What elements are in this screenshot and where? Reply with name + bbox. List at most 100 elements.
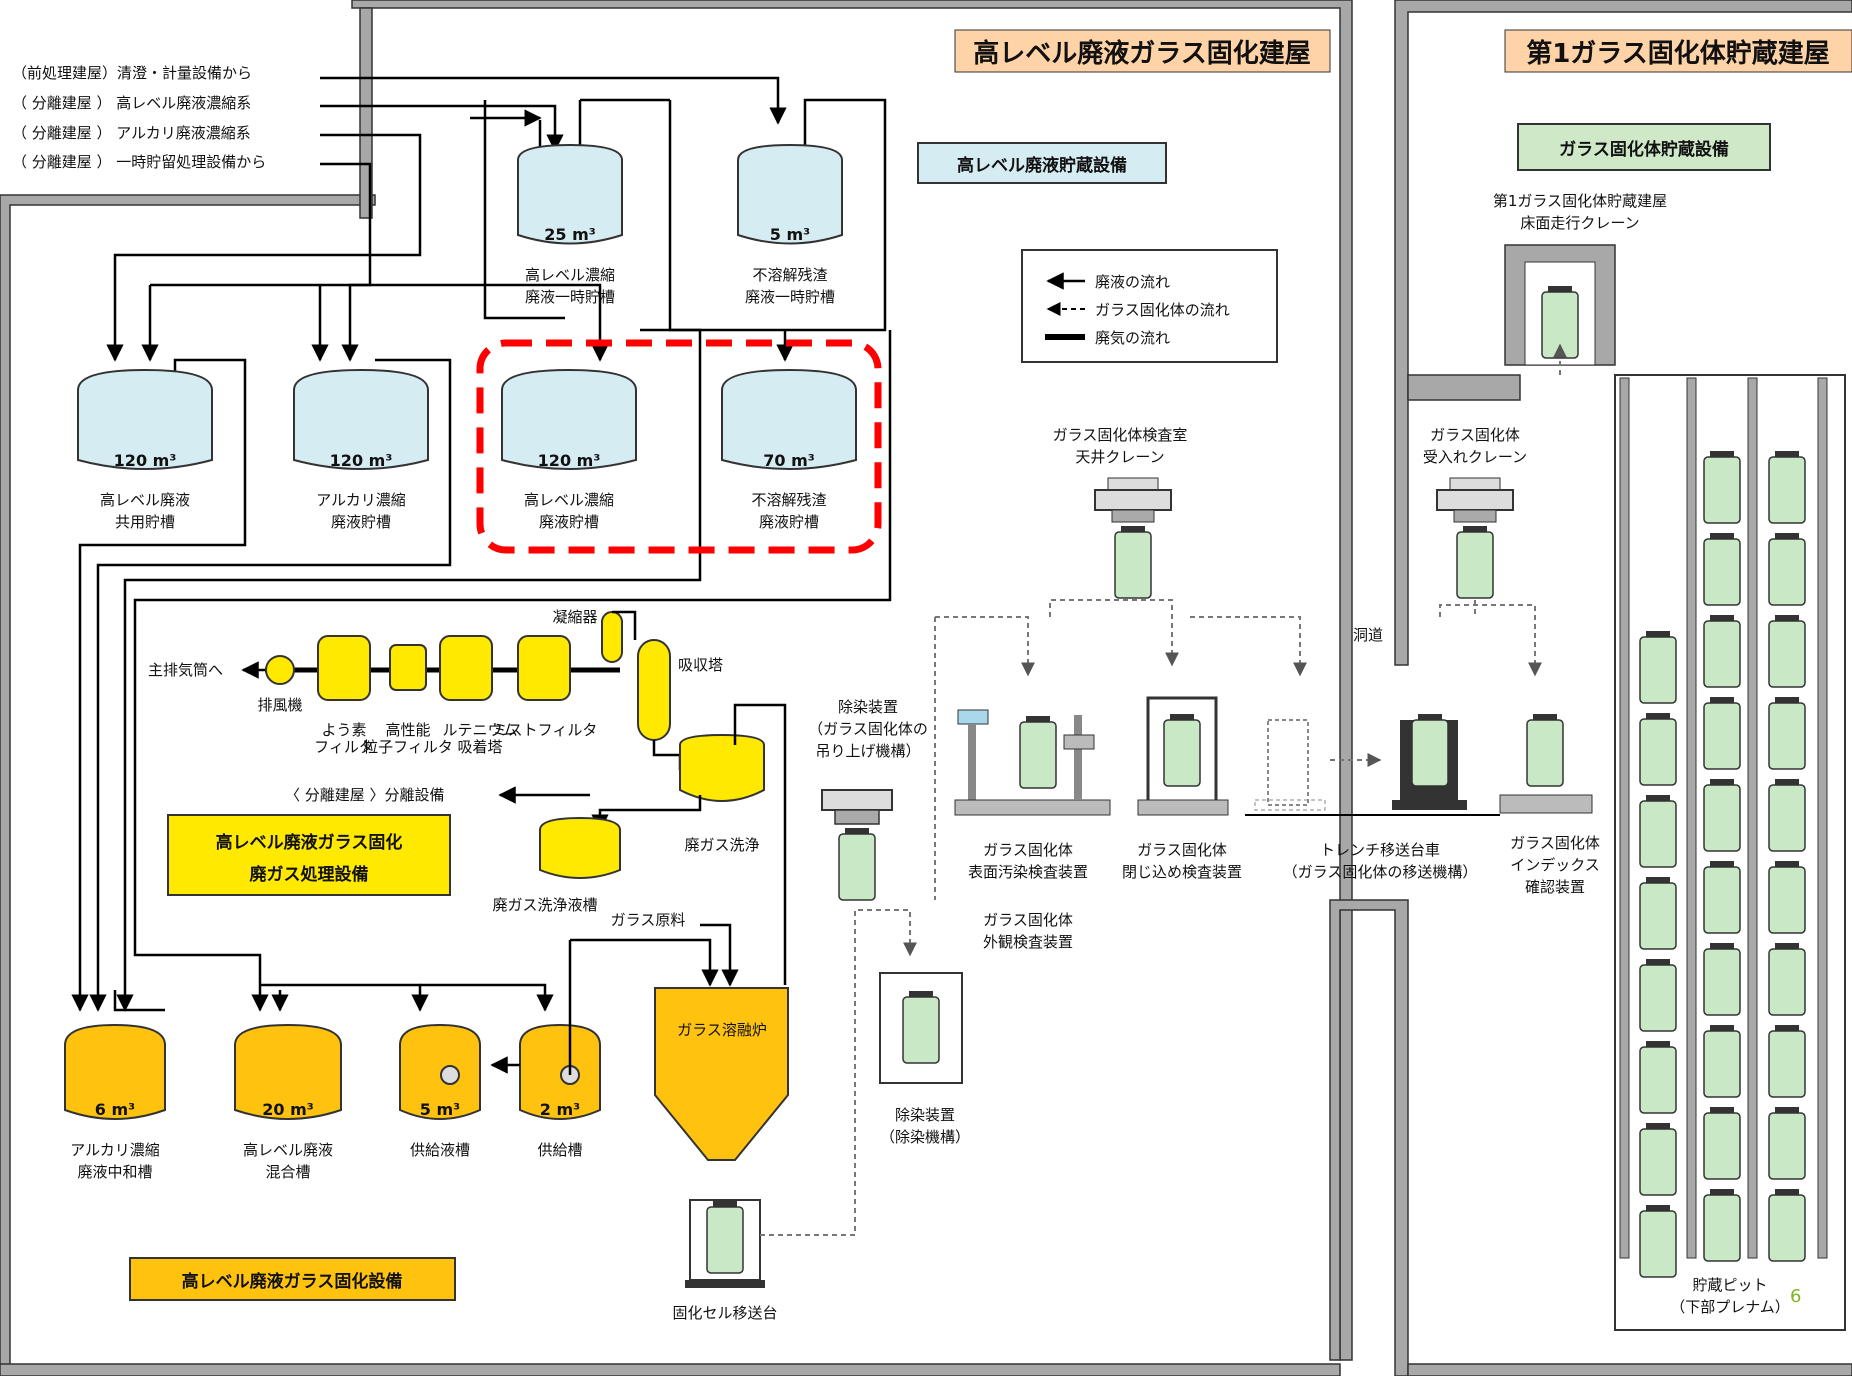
decon-lift-1: 除染装置 — [838, 698, 898, 716]
stored-canister — [1704, 533, 1740, 605]
tank-low-4: 2 m³ 供給槽 — [520, 1025, 600, 1159]
tank-mid-4-name-1: 不溶解残渣 — [751, 491, 826, 509]
appearance-inspection-1: ガラス固化体 — [983, 911, 1073, 929]
offgas-train: 主排気筒へ 排風機 よう素 フィルタ 高性能 粒子フィルタ ルテニウム 吸着塔 … — [148, 608, 785, 985]
stored-canister — [1769, 779, 1805, 851]
building-title-storage: 第1ガラス固化体貯蔵建屋 — [1505, 30, 1852, 72]
trench-cart: トレンチ移送台車 （ガラス固化体の移送機構） — [1255, 714, 1477, 881]
cell-cart-label: 固化セル移送台 — [672, 1304, 777, 1322]
building-title-vitrification-text: 高レベル廃液ガラス固化建屋 — [973, 38, 1310, 69]
pipes-lower — [115, 940, 570, 1075]
stored-canister — [1640, 1205, 1676, 1277]
passage-label: 洞道 — [1353, 626, 1383, 644]
input-label-3: （ 分離建屋 ） アルカリ廃液濃縮系 — [12, 124, 251, 142]
stored-canister — [1704, 615, 1740, 687]
stored-canister — [1704, 861, 1740, 933]
tank-low-3-name-1: 供給液槽 — [410, 1141, 470, 1159]
tank-top-1-name-2: 廃液一時貯槽 — [525, 288, 615, 306]
section-title-hlw-storage-text: 高レベル廃液貯蔵設備 — [957, 155, 1127, 176]
input-lines: （前処理建屋）清澄・計量設備から （ 分離建屋 ） 高レベル廃液濃縮系 （ 分離… — [12, 64, 778, 360]
building-title-vitrification: 高レベル廃液ガラス固化建屋 — [955, 30, 1330, 72]
page-number: 6 — [1790, 1286, 1801, 1307]
tank-mid-1-name-2: 共用貯槽 — [115, 513, 175, 531]
receiving-crane-1: ガラス固化体 — [1430, 426, 1520, 444]
receiving-crane: ガラス固化体 受入れクレーン — [1423, 426, 1527, 598]
tank-mid-3-volume: 120 m³ — [538, 451, 601, 470]
tank-low-2-name-1: 高レベル廃液 — [243, 1141, 333, 1159]
tank-top-2-name-1: 不溶解残渣 — [752, 266, 827, 284]
tank-mid-2-volume: 120 m³ — [330, 451, 393, 470]
tank-top-2-volume: 5 m³ — [770, 225, 810, 244]
tank-low-3-volume: 5 m³ — [420, 1100, 460, 1119]
offgas-iodine-1: よう素 — [321, 721, 366, 739]
storage-pits: 貯蔵ピット （下部プレナム） — [1615, 375, 1845, 1330]
stored-canister — [1769, 451, 1805, 523]
tank-mid-3-name-2: 廃液貯槽 — [539, 513, 599, 531]
stored-canister — [1769, 1025, 1805, 1097]
section-title-hlw-storage: 高レベル廃液貯蔵設備 — [918, 143, 1166, 183]
offgas-to-separation-label: 〈 分離建屋 〉分離設備 — [285, 786, 445, 804]
stored-canister — [1769, 533, 1805, 605]
scrubber-shape — [680, 735, 764, 801]
melter-label: ガラス溶融炉 — [677, 1021, 767, 1039]
offgas-scrubber-label: 廃ガス洗浄 — [684, 836, 759, 854]
offgas-to-exhaust-label: 主排気筒へ — [148, 661, 223, 679]
absorber-shape — [638, 640, 670, 740]
floor-crane-1: 第1ガラス固化体貯蔵建屋 — [1493, 192, 1667, 210]
index-check-3: 確認装置 — [1525, 878, 1585, 896]
stored-canister — [1704, 697, 1740, 769]
condenser-shape — [602, 612, 622, 662]
stored-canister — [1769, 615, 1805, 687]
tank-low-4-volume: 2 m³ — [540, 1100, 580, 1119]
offgas-hepa-1: 高性能 — [385, 721, 430, 739]
tank-low-1-name-1: アルカリ濃縮 — [70, 1141, 159, 1159]
offgas-mist-label: ミストフィルタ — [493, 721, 598, 739]
index-check-1: ガラス固化体 — [1510, 834, 1600, 852]
index-check-2: インデックス — [1510, 856, 1600, 874]
trench-cart-2: （ガラス固化体の移送機構） — [1283, 863, 1478, 881]
tank-low-1-name-2: 廃液中和槽 — [77, 1163, 152, 1181]
mist-filter-shape — [518, 636, 570, 700]
section-title-offgas-line1: 高レベル廃液ガラス固化 — [216, 832, 403, 853]
tank-low-1: 6 m³ アルカリ濃縮 廃液中和槽 — [65, 1025, 165, 1181]
closure-inspection-2: 閉じ込め検査装置 — [1122, 863, 1242, 881]
stored-canister — [1640, 631, 1676, 703]
stored-canister — [1769, 697, 1805, 769]
floor-crane: 第1ガラス固化体貯蔵建屋 床面走行クレーン — [1493, 192, 1667, 365]
section-title-glass-storage: ガラス固化体貯蔵設備 — [1518, 124, 1770, 170]
section-title-vitrification: 高レベル廃液ガラス固化設備 — [130, 1258, 455, 1300]
tank-top-1-name-1: 高レベル濃縮 — [525, 266, 615, 284]
tank-top-1-volume: 25 m³ — [544, 225, 596, 244]
tank-low-1-volume: 6 m³ — [95, 1100, 135, 1119]
tank-mid-2-name-1: アルカリ濃縮 — [316, 491, 405, 509]
stored-canister — [1704, 779, 1740, 851]
stored-canister — [1769, 1189, 1805, 1261]
tank-low-2-name-2: 混合槽 — [265, 1163, 310, 1181]
stored-canister — [1769, 1107, 1805, 1179]
stored-canister — [1640, 795, 1676, 867]
section-title-offgas-line2: 廃ガス処理設備 — [250, 864, 369, 885]
decon-mech-1: 除染装置 — [895, 1106, 955, 1124]
stored-canister — [1704, 1107, 1740, 1179]
decon-mech-2: （除染機構） — [880, 1128, 970, 1146]
decon-lift-2: （ガラス固化体の — [808, 720, 928, 738]
appearance-inspection-2: 外観検査装置 — [983, 933, 1073, 951]
surface-inspection-1: ガラス固化体 — [983, 841, 1073, 859]
closure-inspection-1: ガラス固化体 — [1137, 841, 1227, 859]
index-check-device: ガラス固化体 インデックス 確認装置 — [1500, 714, 1600, 896]
stored-canister — [1704, 451, 1740, 523]
hepa-filter-shape — [390, 645, 426, 690]
offgas-fan-label: 排風機 — [257, 696, 302, 714]
stored-canister — [1704, 943, 1740, 1015]
section-title-vitrification-text: 高レベル廃液ガラス固化設備 — [182, 1271, 403, 1292]
tank-mid-2-name-2: 廃液貯槽 — [331, 513, 391, 531]
decon-lift: 除染装置 （ガラス固化体の 吊り上げ機構） — [808, 698, 928, 900]
stored-canister — [1640, 1123, 1676, 1195]
closure-inspection-device: ガラス固化体 閉じ込め検査装置 — [1122, 698, 1242, 881]
tank-top-2: 5 m³ 不溶解残渣 廃液一時貯槽 — [738, 145, 842, 306]
tank-mid-3: 120 m³ 高レベル濃縮 廃液貯槽 — [502, 370, 636, 531]
building-title-storage-text: 第1ガラス固化体貯蔵建屋 — [1526, 38, 1830, 69]
surface-inspection-device: ガラス固化体 表面汚染検査装置 — [955, 710, 1110, 881]
offgas-ruthenium-2: 吸着塔 — [457, 738, 502, 756]
legend-item-1: 廃液の流れ — [1095, 273, 1170, 291]
